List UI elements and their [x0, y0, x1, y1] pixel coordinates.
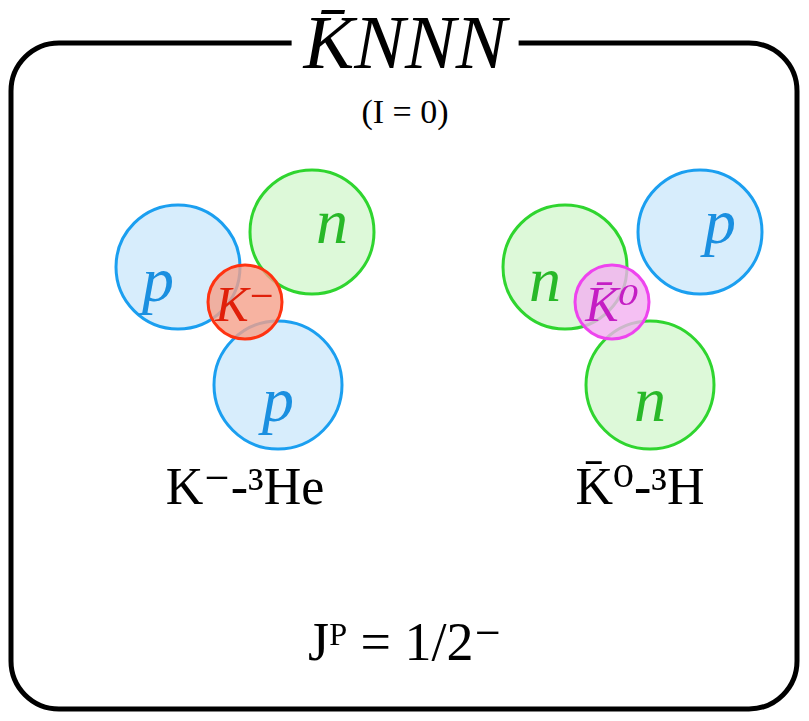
particle-symbol: n [634, 368, 666, 432]
particle-disc [638, 170, 762, 294]
configuration-label: K⁻-³He [166, 461, 325, 513]
system-frame: K̄NNN(I = 0)Jᴾ = 1/2⁻pnpK⁻npnK̄⁰ [8, 40, 800, 712]
proton-circle: p [211, 318, 345, 452]
particle-shape [635, 167, 765, 297]
kaon-circle: K⁻ [205, 262, 285, 342]
particle-symbol: K⁻ [215, 279, 275, 329]
particle-symbol: n [529, 248, 561, 312]
isospin-label: (I = 0) [361, 95, 448, 129]
particle-symbol: n [316, 190, 348, 254]
particle-symbol: p [704, 190, 736, 254]
system-title: K̄NNN [292, 4, 519, 80]
proton-circle: p [635, 167, 765, 297]
particle-symbol: p [262, 368, 294, 432]
particle-disc [208, 265, 282, 339]
particle-symbol: K̄⁰ [585, 279, 638, 329]
particle-symbol: p [142, 248, 174, 312]
spin-parity-label: Jᴾ = 1/2⁻ [308, 615, 502, 669]
frame-border [11, 43, 797, 709]
configuration-label: K̄⁰-³H [576, 461, 705, 513]
kaon-circle: K̄⁰ [572, 262, 652, 342]
particle-disc [214, 321, 342, 449]
particle-disc [575, 265, 649, 339]
particle-disc [586, 321, 714, 449]
